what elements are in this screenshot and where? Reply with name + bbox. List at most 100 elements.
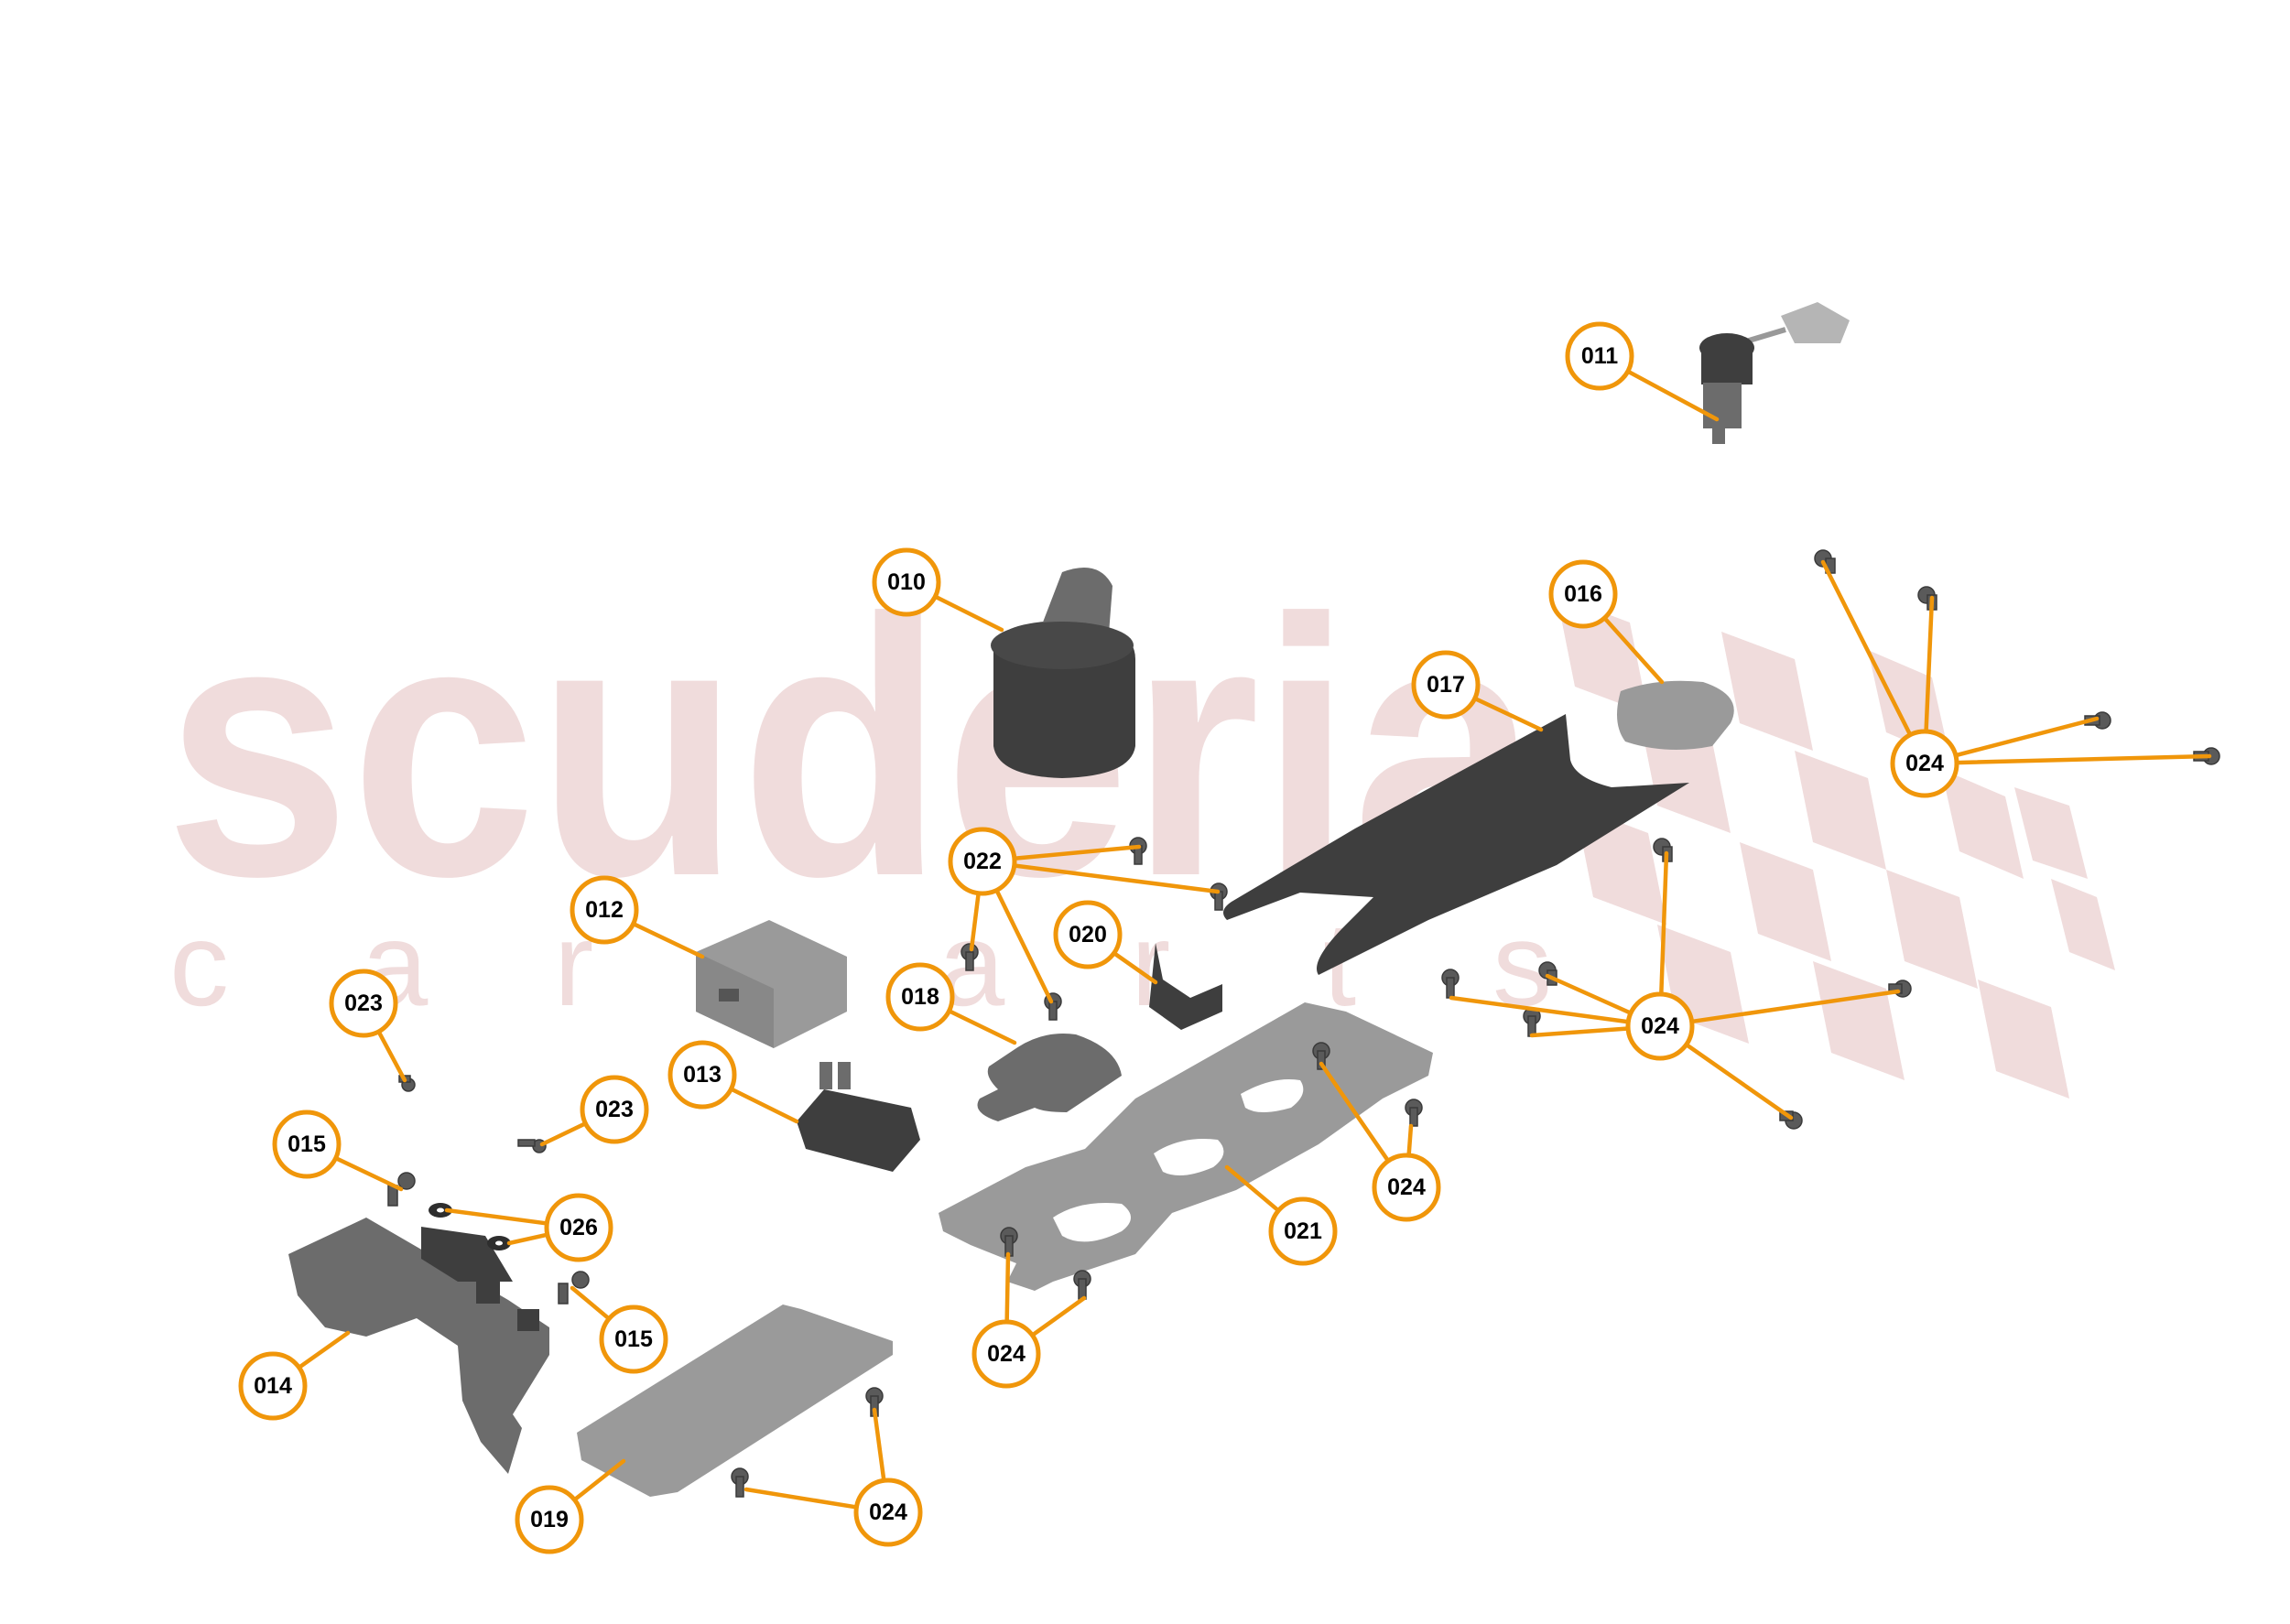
callout-circle[interactable] xyxy=(1053,900,1123,969)
callout-label: 024 xyxy=(1905,751,1944,776)
leader-line xyxy=(444,1207,549,1226)
callout-016[interactable]: 016 xyxy=(1548,559,1618,629)
callout-026[interactable]: 026 xyxy=(544,1193,613,1262)
callout-022[interactable]: 022 xyxy=(948,827,1017,896)
callout-label: 014 xyxy=(254,1373,292,1399)
leader-line xyxy=(572,1458,626,1502)
callout-label: 022 xyxy=(963,849,1002,874)
part-021-base-plate xyxy=(939,1002,1433,1291)
callout-circle[interactable] xyxy=(853,1478,923,1547)
callout-023[interactable]: 023 xyxy=(329,969,398,1038)
callout-021[interactable]: 021 xyxy=(1268,1196,1338,1266)
parts xyxy=(288,302,2220,1498)
screw-icon xyxy=(1888,980,1912,998)
callout-024[interactable]: 024 xyxy=(971,1319,1041,1389)
callout-015[interactable]: 015 xyxy=(272,1110,342,1179)
screw-icon xyxy=(1312,1042,1330,1070)
leader-line xyxy=(947,1009,1017,1045)
part-013-switch xyxy=(797,1062,920,1172)
leader-line xyxy=(1545,973,1633,1015)
callout-circle[interactable] xyxy=(515,1485,584,1554)
callout-024[interactable]: 024 xyxy=(1890,729,1959,798)
callout-circle[interactable] xyxy=(238,1351,308,1421)
callout-label: 017 xyxy=(1427,672,1465,698)
callout-024[interactable]: 024 xyxy=(853,1478,923,1547)
callout-circle[interactable] xyxy=(1372,1153,1441,1222)
callout-017[interactable]: 017 xyxy=(1411,650,1481,720)
leader-line xyxy=(631,921,705,959)
part-016-pad xyxy=(1617,680,1734,750)
callout-024[interactable]: 024 xyxy=(1372,1153,1441,1222)
callout-circle[interactable] xyxy=(885,962,955,1032)
watermark: scuderia c a r p a r t s xyxy=(165,543,2115,1099)
leader-line xyxy=(1012,844,1142,861)
callout-014[interactable]: 014 xyxy=(238,1351,308,1421)
leader-line xyxy=(1684,1042,1794,1121)
screw-icon xyxy=(1000,1227,1018,1257)
callout-013[interactable]: 013 xyxy=(667,1040,737,1110)
callout-circle[interactable] xyxy=(580,1075,649,1144)
callout-circle[interactable] xyxy=(971,1319,1041,1389)
callout-020[interactable]: 020 xyxy=(1053,900,1123,969)
callout-label: 012 xyxy=(585,897,624,923)
callout-023[interactable]: 023 xyxy=(580,1075,649,1144)
callout-012[interactable]: 012 xyxy=(570,875,639,945)
callout-circle[interactable] xyxy=(1268,1196,1338,1266)
screw-icon xyxy=(1523,1007,1541,1037)
part-014-bracket xyxy=(288,1218,549,1474)
callout-label: 013 xyxy=(683,1062,722,1088)
leader-line xyxy=(333,1155,404,1192)
callout-label: 010 xyxy=(887,569,926,595)
callout-circle[interactable] xyxy=(1411,650,1481,720)
callout-011[interactable]: 011 xyxy=(1565,321,1634,391)
callout-label: 018 xyxy=(901,984,939,1010)
callout-circle[interactable] xyxy=(1625,991,1695,1061)
leader-line xyxy=(1112,950,1158,985)
part-019-panel xyxy=(577,1305,893,1497)
leader-line xyxy=(1004,1251,1011,1325)
callout-018[interactable]: 018 xyxy=(885,962,955,1032)
callout-019[interactable]: 019 xyxy=(515,1485,584,1554)
callout-circle[interactable] xyxy=(1890,729,1959,798)
part-020-bracket xyxy=(1149,943,1222,1030)
leader-line xyxy=(1406,1123,1414,1158)
callout-circle[interactable] xyxy=(599,1305,668,1374)
callout-015[interactable]: 015 xyxy=(599,1305,668,1374)
leader-line xyxy=(1820,559,1913,738)
leader-line xyxy=(1954,753,2212,765)
callout-circle[interactable] xyxy=(948,827,1017,896)
callout-circle[interactable] xyxy=(329,969,398,1038)
washer-icon xyxy=(429,1203,452,1218)
leader-line xyxy=(1602,615,1665,685)
leader-line xyxy=(1449,995,1631,1024)
callout-circle[interactable] xyxy=(570,875,639,945)
part-018-pad xyxy=(977,1034,1122,1121)
leader-line xyxy=(570,1285,612,1321)
callout-024[interactable]: 024 xyxy=(1625,991,1695,1061)
leader-line xyxy=(376,1029,407,1083)
leader-line xyxy=(297,1330,351,1370)
callout-circle[interactable] xyxy=(872,547,941,617)
callout-010[interactable]: 010 xyxy=(872,547,941,617)
leader-line xyxy=(1953,716,2100,758)
callout-label: 015 xyxy=(288,1131,326,1157)
screw-icon xyxy=(960,943,979,971)
screw-icon xyxy=(1073,1270,1091,1300)
callout-label: 026 xyxy=(559,1215,598,1240)
callout-circle[interactable] xyxy=(1565,321,1634,391)
part-010-ashtray xyxy=(991,568,1135,778)
screw-icon xyxy=(558,1271,590,1305)
callout-label: 024 xyxy=(869,1499,907,1525)
screw-icon xyxy=(517,1139,547,1153)
callout-circle[interactable] xyxy=(544,1193,613,1262)
callout-circle[interactable] xyxy=(272,1110,342,1179)
callout-circle[interactable] xyxy=(1548,559,1618,629)
svg-text:c: c xyxy=(169,897,229,1031)
leader-line xyxy=(1625,369,1720,422)
callout-label: 023 xyxy=(595,1097,634,1122)
leader-line xyxy=(1924,595,1935,734)
leader-line xyxy=(1659,850,1669,997)
leader-line xyxy=(1689,989,1901,1024)
callouts: 011 010 016 017 024 022 012 020 018 024 023 013 023 0… xyxy=(238,321,1959,1554)
callout-circle[interactable] xyxy=(667,1040,737,1110)
